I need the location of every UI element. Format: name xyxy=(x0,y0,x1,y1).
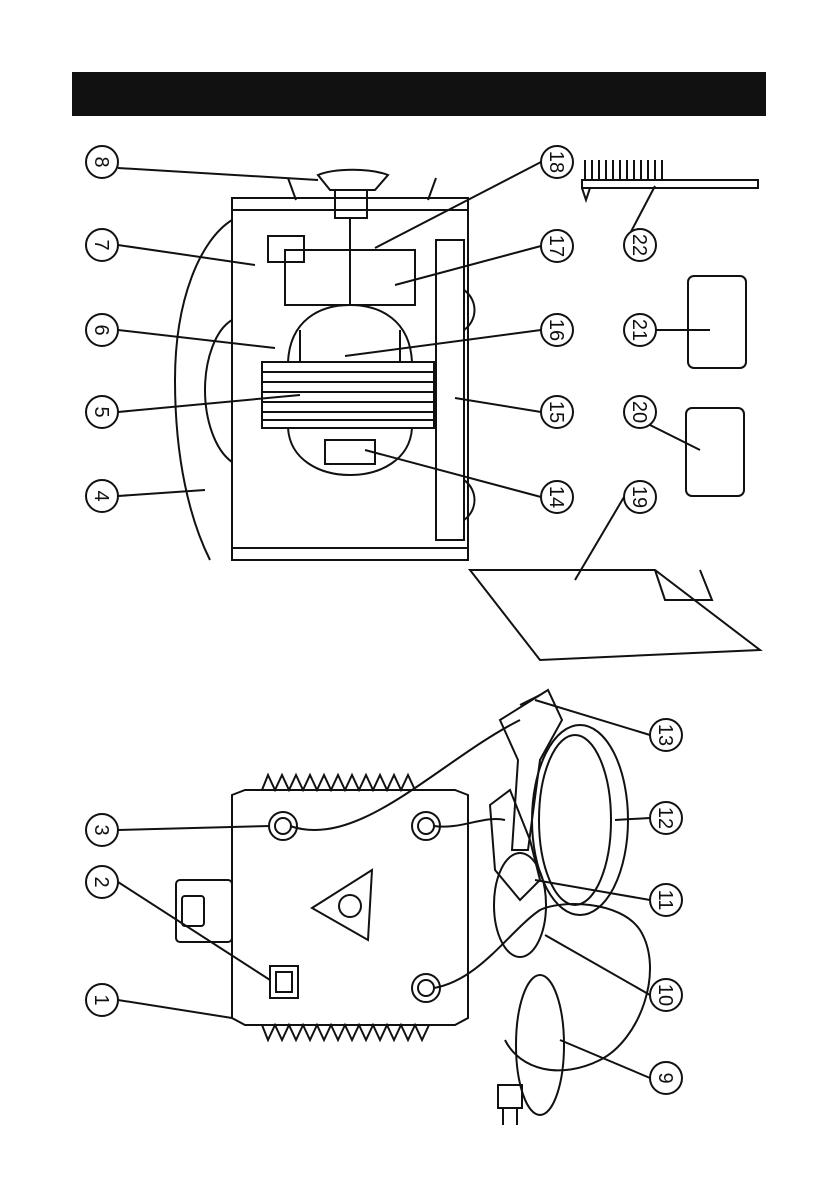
callout-12: 12 xyxy=(650,802,682,834)
callout-8-label: 8 xyxy=(90,156,112,167)
callout-5: 5 xyxy=(86,396,118,428)
chipping-hammer-brush xyxy=(582,160,758,200)
callout-21-label: 21 xyxy=(628,319,650,341)
callout-2-label: 2 xyxy=(90,876,112,887)
callout-13-label: 13 xyxy=(654,724,676,746)
callout-11-label: 11 xyxy=(654,890,676,911)
callout-6: 6 xyxy=(86,314,118,346)
callout-18-label: 18 xyxy=(545,151,567,173)
callout-9-label: 9 xyxy=(654,1072,676,1083)
callout-14: 14 xyxy=(541,481,573,513)
callout-6-label: 6 xyxy=(90,324,112,335)
callout-15: 15 xyxy=(541,396,573,428)
welder-front-view xyxy=(176,690,650,1125)
callout-22: 22 xyxy=(624,229,656,261)
callout-14-label: 14 xyxy=(545,486,567,508)
callout-15-label: 15 xyxy=(545,401,567,423)
callout-16-label: 16 xyxy=(545,319,567,341)
callout-19: 19 xyxy=(624,481,656,513)
callout-7-label: 7 xyxy=(90,239,112,250)
callout-22-label: 22 xyxy=(628,234,650,256)
filter-glass xyxy=(686,408,744,496)
callout-9: 9 xyxy=(650,1062,682,1094)
callout-1: 1 xyxy=(86,984,118,1016)
callout-19-label: 19 xyxy=(628,486,650,508)
callout-12-label: 12 xyxy=(654,807,676,829)
callout-18: 18 xyxy=(541,146,573,178)
power-switch xyxy=(270,966,298,998)
callout-11: 11 xyxy=(650,884,682,916)
callout-13: 13 xyxy=(650,719,682,751)
callout-1-label: 1 xyxy=(90,994,112,1005)
callout-5-label: 5 xyxy=(90,406,112,417)
callout-4-label: 4 xyxy=(90,490,112,501)
callout-16: 16 xyxy=(541,314,573,346)
face-shield xyxy=(470,570,760,660)
callout-2: 2 xyxy=(86,866,118,898)
callout-7: 7 xyxy=(86,229,118,261)
callout-21: 21 xyxy=(624,314,656,346)
callout-3-label: 3 xyxy=(90,824,112,835)
callout-20-label: 20 xyxy=(628,401,650,423)
callout-4: 4 xyxy=(86,480,118,512)
callout-17-label: 17 xyxy=(545,235,567,257)
callout-20: 20 xyxy=(624,396,656,428)
callout-10-label: 10 xyxy=(654,984,676,1006)
callout-10: 10 xyxy=(650,979,682,1011)
welder-interior-view xyxy=(175,170,475,560)
callout-17: 17 xyxy=(541,230,573,262)
callout-8: 8 xyxy=(86,146,118,178)
callout-3: 3 xyxy=(86,814,118,846)
clear-glass xyxy=(688,276,746,368)
